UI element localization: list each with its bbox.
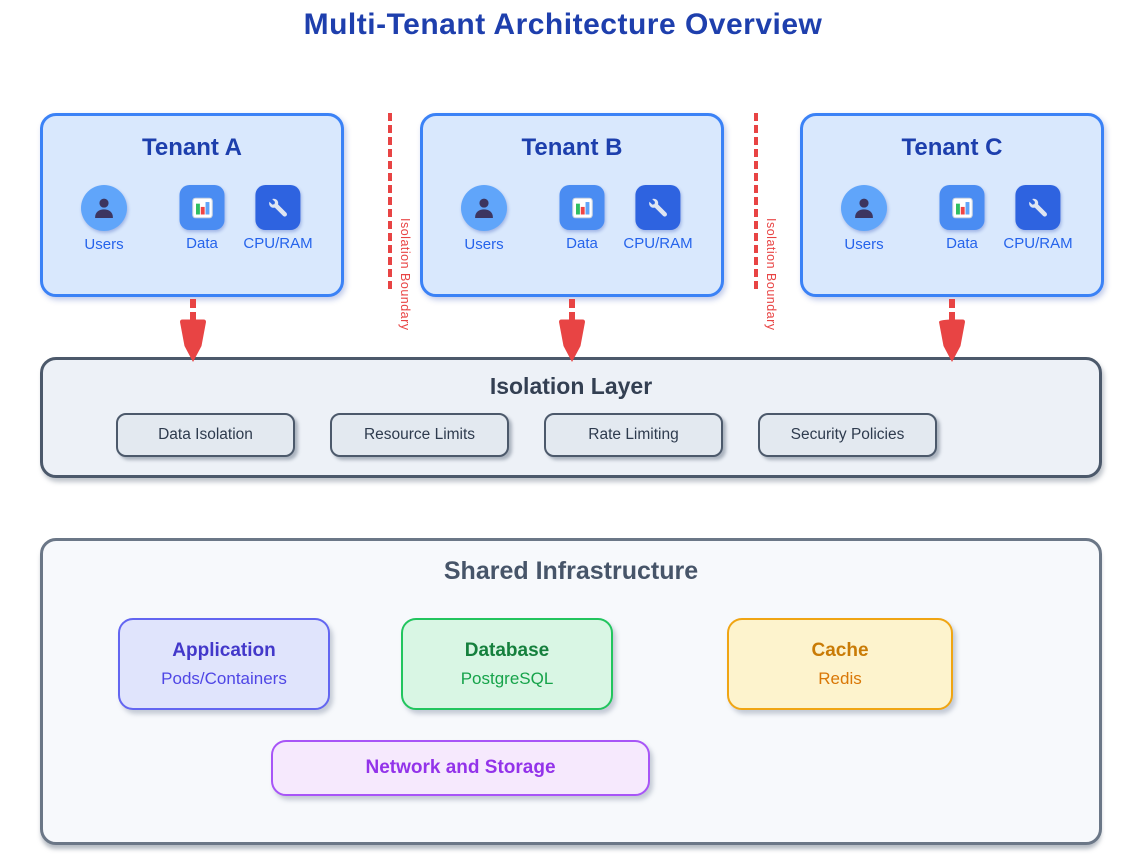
tenant-a-users: Users [81,185,127,253]
tenant-a-cpu: CPU/RAM [243,185,313,252]
tenant-c-users: Users [841,185,887,253]
bar-chart-icon [179,185,225,230]
component-title: Network and Storage [365,757,556,778]
component-title: Database [464,639,550,661]
down-arrow-icon [939,299,965,362]
component-database: Database PostgreSQL [401,618,613,710]
isolation-boundary-line [754,113,758,289]
tenant-b-cpu: CPU/RAM [623,185,693,252]
tenant-c-box: Tenant C Users Data CPU/RAM [800,113,1104,297]
policy-pill-data-isolation: Data Isolation [116,413,295,457]
resource-label: CPU/RAM [243,235,313,252]
isolation-boundary-label: Isolation Boundary [398,218,412,331]
tenant-a-box: Tenant A Users Data CPU/RAM [40,113,344,297]
tenant-c-cpu: CPU/RAM [1003,185,1073,252]
resource-label: Data [566,235,598,252]
policy-pill-rate-limiting: Rate Limiting [544,413,723,457]
bar-chart-icon [939,185,985,230]
tenant-a-title: Tenant A [142,134,242,161]
user-icon [81,185,127,231]
wrench-icon [255,185,301,230]
tenant-c-data: Data [939,185,985,252]
tenant-c-title: Tenant C [901,134,1003,161]
resource-label: Users [84,236,124,253]
user-icon [841,185,887,231]
isolation-boundary-line [388,113,392,289]
shared-infrastructure-title: Shared Infrastructure [443,557,699,585]
tenant-b-box: Tenant B Users Data CPU/RAM [420,113,724,297]
resource-label: Data [186,235,218,252]
tenant-b-users: Users [461,185,507,253]
wrench-icon [635,185,681,230]
component-application: Application Pods/Containers [118,618,330,710]
component-title: Application [172,639,276,661]
user-icon [461,185,507,231]
component-subtitle: Redis [818,668,862,688]
tenant-a-data: Data [179,185,225,252]
shared-infrastructure-box: Shared Infrastructure Application Pods/C… [40,538,1102,845]
isolation-boundary-label: Isolation Boundary [764,218,778,331]
resource-label: CPU/RAM [623,235,693,252]
component-title: Cache [811,639,869,661]
tenant-b-data: Data [559,185,605,252]
isolation-layer-box: Isolation Layer Data Isolation Resource … [40,357,1102,478]
resource-label: Users [464,236,504,253]
component-subtitle: PostgreSQL [460,668,554,688]
component-cache: Cache Redis [727,618,953,710]
down-arrow-icon [180,299,206,362]
tenant-b-title: Tenant B [521,134,623,161]
component-subtitle: Pods/Containers [161,668,287,688]
wrench-icon [1015,185,1061,230]
policy-pill-security-policies: Security Policies [758,413,937,457]
page-title: Multi-Tenant Architecture Overview [303,8,823,41]
policy-pill-resource-limits: Resource Limits [330,413,509,457]
resource-label: CPU/RAM [1003,235,1073,252]
resource-label: Users [844,236,884,253]
component-network-storage: Network and Storage [271,740,650,796]
resource-label: Data [946,235,978,252]
isolation-layer-title: Isolation Layer [489,373,653,399]
down-arrow-icon [559,299,585,362]
bar-chart-icon [559,185,605,230]
